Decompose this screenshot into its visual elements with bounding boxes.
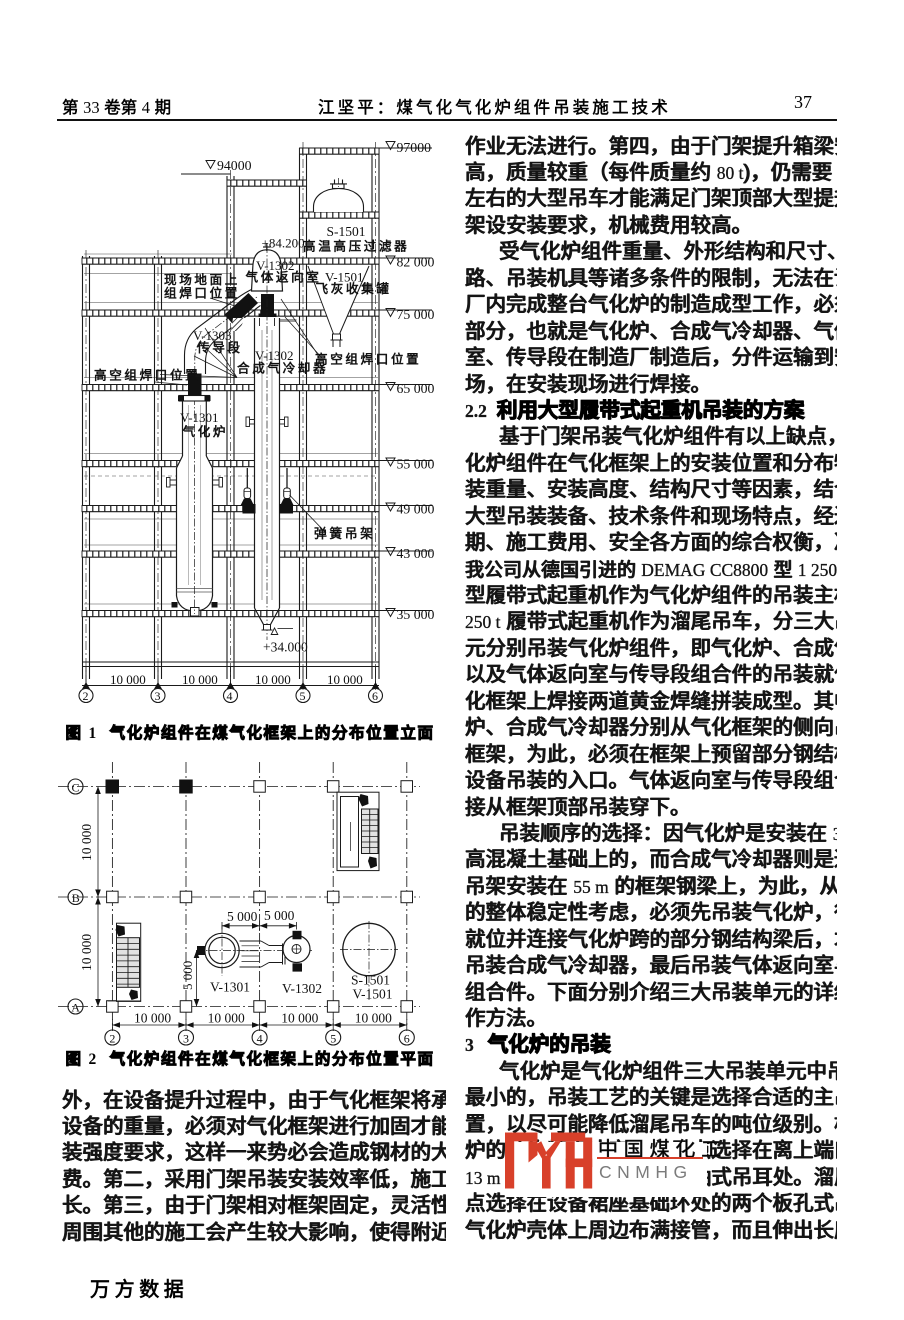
- svg-text:75 000: 75 000: [397, 307, 435, 322]
- svg-text:高空组焊口位置: 高空组焊口位置: [94, 368, 200, 383]
- svg-text:4: 4: [227, 689, 233, 703]
- svg-text:现场地面上: 现场地面上: [164, 273, 240, 287]
- svg-text:35 000: 35 000: [397, 607, 435, 622]
- svg-text:10 000: 10 000: [182, 672, 218, 687]
- svg-text:传导段: 传导段: [197, 341, 243, 355]
- svg-text:10 000: 10 000: [79, 934, 94, 971]
- svg-text:10 000: 10 000: [355, 1011, 392, 1026]
- svg-text:V-1302: V-1302: [282, 981, 322, 996]
- svg-text:+34.000: +34.000: [263, 640, 308, 655]
- svg-text:V-1302: V-1302: [256, 258, 295, 273]
- svg-text:82 000: 82 000: [397, 255, 435, 270]
- svg-text:V-1303: V-1303: [193, 328, 232, 343]
- svg-text:2: 2: [109, 1031, 115, 1045]
- svg-text:+84.200: +84.200: [262, 236, 305, 251]
- svg-text:B: B: [72, 891, 80, 905]
- svg-text:10 000: 10 000: [255, 672, 291, 687]
- svg-text:气体返向室: 气体返向室: [246, 270, 322, 285]
- svg-text:10 000: 10 000: [134, 1011, 171, 1026]
- svg-text:6: 6: [404, 1031, 410, 1045]
- svg-text:3: 3: [155, 689, 161, 703]
- svg-text:V-1301: V-1301: [210, 980, 250, 995]
- svg-text:49 000: 49 000: [397, 502, 435, 517]
- svg-text:S-1501: S-1501: [351, 973, 390, 988]
- svg-text:V-1501: V-1501: [325, 270, 364, 285]
- svg-text:S-1501: S-1501: [327, 224, 366, 239]
- svg-text:5 000: 5 000: [264, 908, 295, 923]
- svg-text:气化炉: 气化炉: [183, 424, 229, 439]
- svg-text:6: 6: [372, 689, 378, 703]
- svg-text:高温高压过滤器: 高温高压过滤器: [303, 239, 409, 254]
- svg-text:高空组焊口位置: 高空组焊口位置: [315, 352, 421, 367]
- svg-text:94000: 94000: [217, 158, 252, 173]
- svg-text:合成气冷却器: 合成气冷却器: [237, 361, 328, 376]
- svg-text:A: A: [71, 1000, 80, 1014]
- svg-text:弹簧吊架: 弹簧吊架: [314, 526, 376, 541]
- svg-text:5: 5: [330, 1031, 336, 1045]
- svg-text:组焊口位置: 组焊口位置: [164, 287, 240, 301]
- svg-text:3: 3: [183, 1031, 189, 1045]
- svg-text:飞灰收集罐: 飞灰收集罐: [316, 281, 392, 296]
- svg-text:V-1501: V-1501: [353, 987, 393, 1002]
- svg-text:43 000: 43 000: [397, 546, 435, 561]
- svg-text:55 000: 55 000: [397, 457, 435, 472]
- svg-text:10 000: 10 000: [79, 824, 94, 861]
- svg-text:C: C: [72, 780, 80, 794]
- svg-text:10 000: 10 000: [110, 672, 146, 687]
- svg-text:2: 2: [83, 689, 89, 703]
- svg-text:97000: 97000: [397, 140, 432, 155]
- svg-text:65 000: 65 000: [397, 381, 435, 396]
- svg-text:V-1301: V-1301: [180, 410, 219, 425]
- svg-text:5: 5: [300, 689, 306, 703]
- svg-text:5 000: 5 000: [227, 909, 258, 924]
- svg-text:10 000: 10 000: [281, 1011, 318, 1026]
- svg-text:V-1302: V-1302: [255, 348, 294, 363]
- svg-text:10 000: 10 000: [208, 1011, 245, 1026]
- svg-text:4: 4: [257, 1031, 263, 1045]
- svg-text:10 000: 10 000: [327, 672, 363, 687]
- svg-text:5 000: 5 000: [180, 961, 195, 990]
